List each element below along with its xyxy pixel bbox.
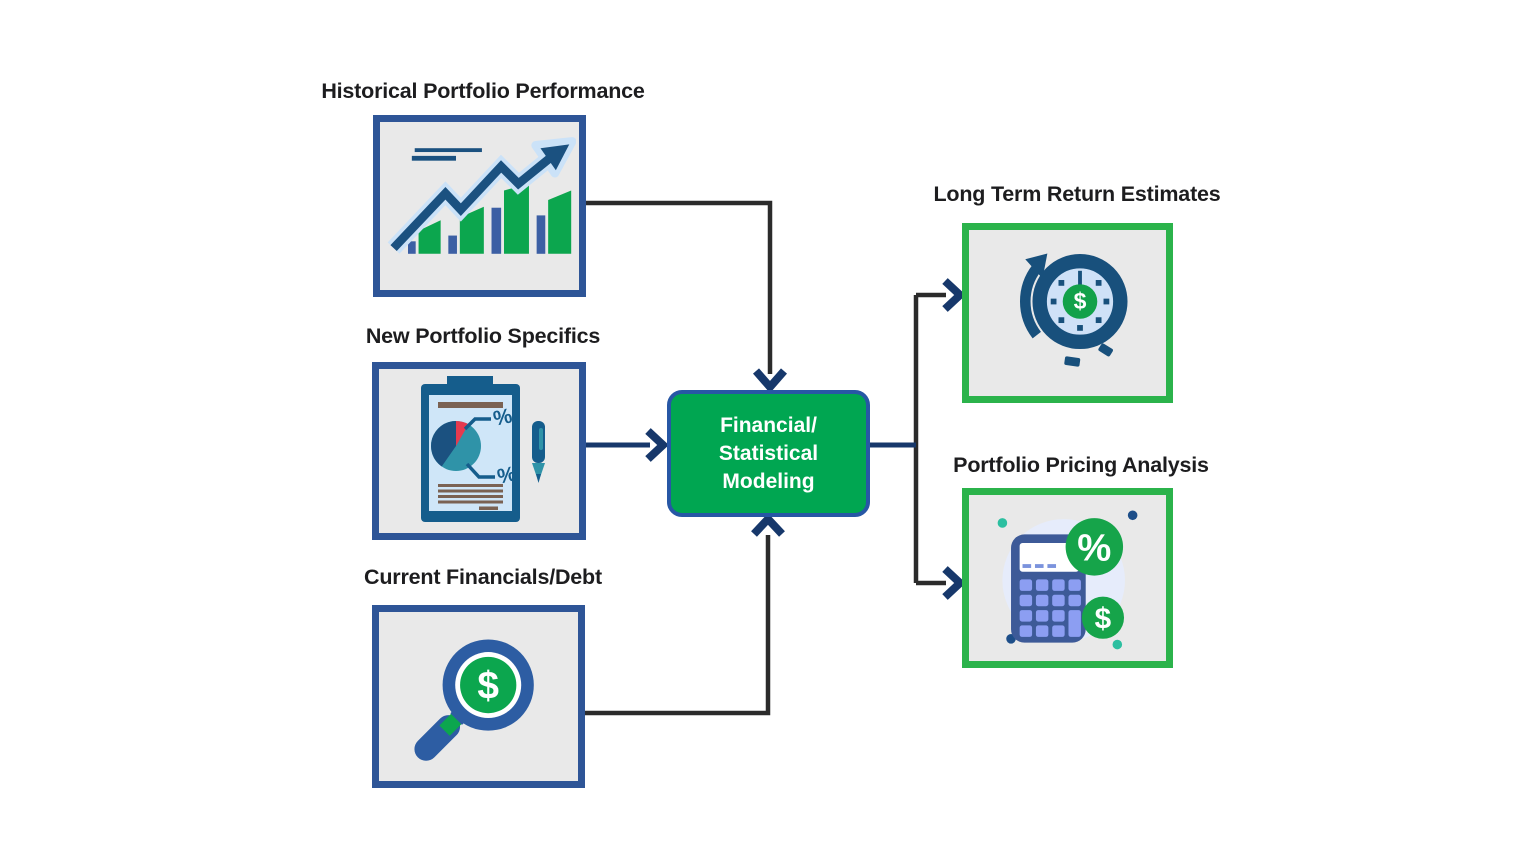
node-portfolio-pricing-analysis: % $ xyxy=(962,488,1173,668)
arrowhead-right-icon xyxy=(645,428,669,462)
svg-text:%: % xyxy=(1077,526,1111,569)
arrowhead-up-icon xyxy=(751,513,785,537)
edge-financials-to-process xyxy=(582,535,771,716)
teal-dot xyxy=(1112,639,1122,650)
node-long-term-return-estimates: $ xyxy=(962,223,1173,403)
svg-text:%: % xyxy=(495,462,518,488)
teal-dot xyxy=(997,518,1007,528)
node-historical-portfolio-performance xyxy=(373,115,586,297)
clock-dollar-icon: $ xyxy=(1019,253,1128,367)
svg-text:$: $ xyxy=(477,665,499,708)
calculator-percent-dollar-icon: % $ xyxy=(997,510,1137,650)
label-current-financials-debt: Current Financials/Debt xyxy=(364,565,602,589)
label-long-term-return-estimates: Long Term Return Estimates xyxy=(933,182,1221,206)
node-new-portfolio-specifics: % % xyxy=(372,362,586,540)
trend-chart-icon xyxy=(387,137,576,254)
label-portfolio-pricing-analysis: Portfolio Pricing Analysis xyxy=(953,453,1209,477)
label-new-portfolio-specifics: New Portfolio Specifics xyxy=(365,324,601,348)
edge-historical-to-process xyxy=(586,200,773,374)
arrowhead-right-icon xyxy=(942,566,966,600)
arrowhead-down-icon xyxy=(752,368,788,394)
arrowhead-right-icon xyxy=(942,278,966,312)
svg-text:$: $ xyxy=(1073,288,1086,314)
clipboard-report-icon: % % xyxy=(421,376,545,522)
node-current-financials-debt: $ xyxy=(372,605,585,788)
process-label: Financial/ Statistical Modeling xyxy=(718,413,819,493)
edge-process-split xyxy=(913,292,946,586)
label-historical-portfolio-performance: Historical Portfolio Performance xyxy=(321,79,645,103)
svg-text:$: $ xyxy=(1094,602,1111,635)
svg-text:%: % xyxy=(491,404,514,430)
node-financial-statistical-modeling: Financial/ Statistical Modeling xyxy=(667,390,870,517)
navy-dot xyxy=(1127,510,1137,521)
magnifier-dollar-icon: $ xyxy=(414,639,534,762)
